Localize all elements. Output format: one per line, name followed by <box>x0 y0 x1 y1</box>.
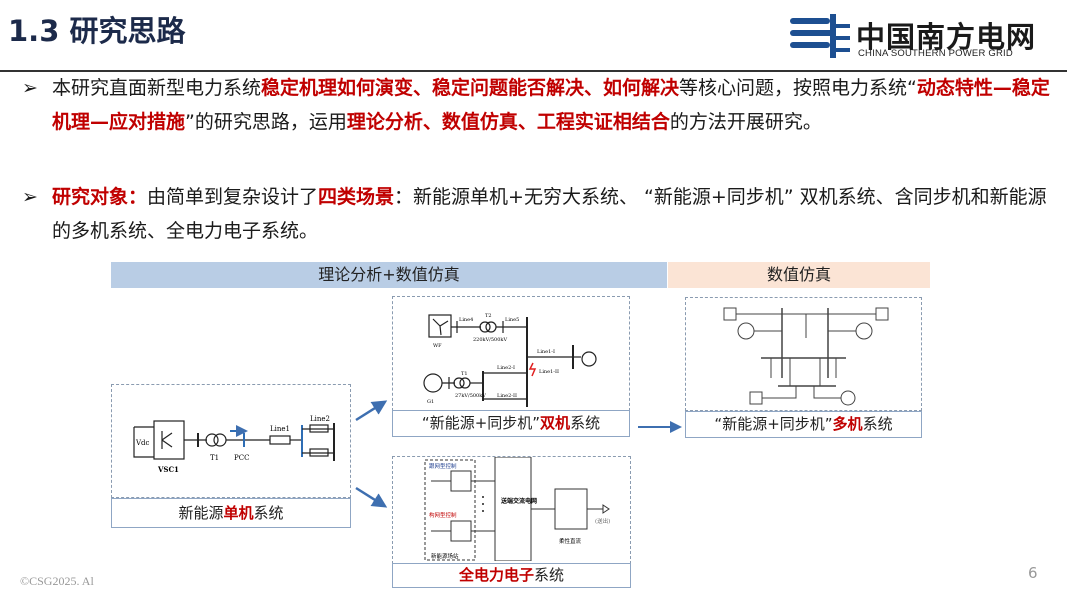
t1-label: T1 <box>210 454 219 462</box>
t1-label: T1 <box>461 371 468 377</box>
highlighted-text: 研究对象： <box>52 186 148 208</box>
highlighted-text: 四类场景 <box>318 186 395 208</box>
bullet-text: 研究对象：由简单到复杂设计了四类场景：新能源单机+无穷大系统、 “新能源+同步机… <box>52 180 1052 248</box>
grid-forming-label: 构网型控制 <box>429 511 457 519</box>
g1-label: G1 <box>427 399 434 405</box>
line2-label: Line2 <box>310 415 330 423</box>
body-text: 由简单到复杂设计了 <box>147 186 319 208</box>
sending-grid-label: 送端交流电网 <box>500 497 537 505</box>
grid-following-label: 跟网型控制 <box>429 462 457 470</box>
t2-voltage-label: 220kV/500kV <box>473 337 507 343</box>
caption-text: 系统 <box>253 504 284 522</box>
line2-i-label: Line2-I <box>497 365 515 371</box>
dual-machine-diagram: WF Line4 T2 Line5 220kV/500kV Line1-I Li… <box>392 296 630 411</box>
hvdc-label: 柔性直流 <box>559 537 582 545</box>
dual-machine-caption: “新能源+同步机”双机系统 <box>392 410 630 437</box>
arrow-bullet-icon: ➢ <box>22 186 38 208</box>
line4-label: Line4 <box>459 317 473 323</box>
multi-machine-circuit <box>723 307 889 406</box>
body-text: ”的研究思路，运用 <box>185 111 347 133</box>
caption-text: “新能源+同步机” <box>714 415 833 433</box>
body-text: 的方法开展研究。 <box>669 111 822 133</box>
line1-label: Line1 <box>270 425 290 433</box>
caption-text: 系统 <box>534 566 565 584</box>
line5-label: Line5 <box>505 317 519 323</box>
caption-text: 系统 <box>570 414 601 432</box>
caption-text: 新能源 <box>178 504 224 522</box>
page-title: 1.3 研究思路 <box>8 14 186 48</box>
wf-label: WF <box>433 343 442 349</box>
logo-chinese-name: 中国南方电网 <box>856 20 1037 54</box>
page-number: 6 <box>1028 564 1038 582</box>
bullet-text: 本研究直面新型电力系统稳定机理如何演变、稳定问题能否解决、如何解决等核心问题，按… <box>52 71 1052 139</box>
t2-label: T2 <box>485 313 492 319</box>
caption-highlight: 双机 <box>540 414 571 432</box>
vdc-label: Vdc <box>135 439 150 447</box>
multi-machine-diagram <box>685 297 922 411</box>
caption-highlight: 全电力电子 <box>458 566 534 584</box>
body-text: ：新能源单机+无穷大系统、 “新能源+同步机” 双机系统、含同步机和新能源的多机… <box>52 186 1047 242</box>
station-label: 新能源场站 <box>431 552 459 560</box>
full-power-electronic-circuit: 跟网型控制 构网型控制 新能源场站 送端交流电网 柔性直流 (送出) <box>424 456 610 562</box>
pcc-label: PCC <box>234 454 249 462</box>
arrow-icon <box>355 400 388 422</box>
csg-logo-icon <box>790 14 850 58</box>
caption-text: “新能源+同步机” <box>421 414 541 432</box>
caption-text: 系统 <box>862 415 893 433</box>
multi-machine-caption: “新能源+同步机”多机系统 <box>685 411 922 438</box>
line2-ii-label: Line2-II <box>497 393 517 399</box>
line1-ii-label: Line1-II <box>539 369 559 375</box>
bullet-research-objects: ➢ 研究对象：由简单到复杂设计了四类场景：新能源单机+无穷大系统、 “新能源+同… <box>22 180 1052 248</box>
dual-machine-circuit: WF Line4 T2 Line5 220kV/500kV Line1-I Li… <box>423 313 597 407</box>
full-power-electronic-diagram: 跟网型控制 构网型控制 新能源场站 送端交流电网 柔性直流 (送出) <box>392 456 631 564</box>
t1-voltage-label: 27kV/500kV <box>455 393 486 399</box>
single-machine-caption: 新能源单机系统 <box>111 498 351 528</box>
caption-highlight: 多机 <box>832 415 863 433</box>
theory-simulation-header: 理论分析+数值仿真 <box>111 262 667 288</box>
line1-i-label: Line1-I <box>537 349 555 355</box>
single-machine-circuit: Vdc VSC1 T1 PCC Line1 Line2 <box>133 415 335 474</box>
arrow-bullet-icon: ➢ <box>22 77 38 99</box>
single-machine-diagram: Vdc VSC1 T1 PCC Line1 Line2 <box>111 384 351 498</box>
highlighted-text: 动态特性—稳定机理—应对措施 <box>52 77 1050 133</box>
logo-english-name: CHINA SOUTHERN POWER GRID <box>858 48 1013 59</box>
highlighted-text: 理论分析、数值仿真、工程实证相结合 <box>346 111 670 133</box>
arrow-icon <box>355 486 388 508</box>
body-text: 本研究直面新型电力系统 <box>52 77 262 99</box>
full-power-electronic-caption: 全电力电子系统 <box>392 563 631 588</box>
caption-highlight: 单机 <box>223 504 254 522</box>
vsc-label: VSC1 <box>157 465 179 474</box>
bullet-research-approach: ➢ 本研究直面新型电力系统稳定机理如何演变、稳定问题能否解决、如何解决等核心问题… <box>22 71 1052 139</box>
copyright: ©CSG2025. Al <box>20 574 94 588</box>
header-divider <box>0 70 1067 72</box>
company-logo: 中国南方电网 CHINA SOUTHERN POWER GRID <box>790 14 1040 60</box>
simulation-header: 数值仿真 <box>668 262 930 288</box>
body-text: 等核心问题，按照电力系统“ <box>679 77 917 99</box>
output-label: (送出) <box>595 517 610 525</box>
highlighted-text: 稳定机理如何演变、稳定问题能否解决、如何解决 <box>261 77 680 99</box>
